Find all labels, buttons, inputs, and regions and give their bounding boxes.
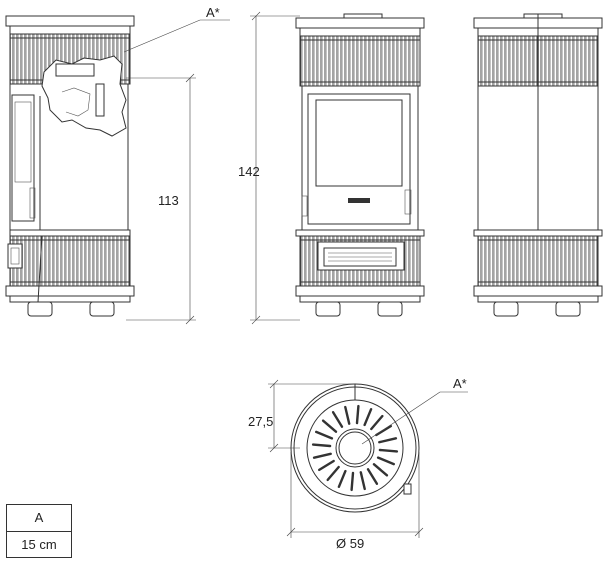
grate-slot bbox=[359, 471, 366, 491]
grate-slot bbox=[337, 469, 347, 488]
grate-slot bbox=[318, 459, 335, 472]
side-view bbox=[5, 15, 230, 317]
detail-marker-plan: A* bbox=[453, 376, 467, 391]
height-body-label: 113 bbox=[158, 193, 179, 208]
grate-slot bbox=[370, 414, 384, 431]
back-view bbox=[473, 13, 603, 317]
grate-slot bbox=[375, 424, 392, 437]
height-total-label: 142 bbox=[238, 164, 260, 179]
legend-box: A 15 cm bbox=[6, 504, 72, 558]
grate-slot bbox=[331, 411, 344, 428]
grate-slot bbox=[376, 456, 395, 466]
grate-slots bbox=[311, 404, 399, 492]
dimension-27-5 bbox=[268, 379, 355, 453]
grate-slot bbox=[378, 437, 398, 444]
legend-key: A bbox=[7, 505, 71, 532]
grate-slot bbox=[321, 419, 338, 433]
grate-slot bbox=[372, 463, 389, 477]
grate-slot bbox=[378, 448, 399, 453]
detail-marker-side: A* bbox=[206, 5, 220, 20]
grate-slot bbox=[355, 404, 360, 425]
dimension-113 bbox=[126, 73, 196, 325]
grate-slot bbox=[350, 471, 355, 492]
dimension-142 bbox=[250, 11, 300, 325]
plan-view bbox=[290, 383, 468, 513]
dimension-diameter bbox=[286, 452, 424, 538]
grate-slot bbox=[311, 443, 332, 448]
grate-slot bbox=[326, 465, 340, 482]
grate-slot bbox=[344, 405, 351, 425]
depth-offset-label: 27,5 bbox=[248, 414, 273, 429]
legend-value: 15 cm bbox=[21, 537, 57, 552]
grate-slot bbox=[363, 408, 373, 427]
front-view bbox=[295, 13, 425, 317]
grate-slot bbox=[315, 430, 334, 440]
diameter-label: Ø 59 bbox=[336, 536, 364, 551]
grate-slot bbox=[366, 468, 379, 485]
grate-slot bbox=[312, 452, 332, 459]
